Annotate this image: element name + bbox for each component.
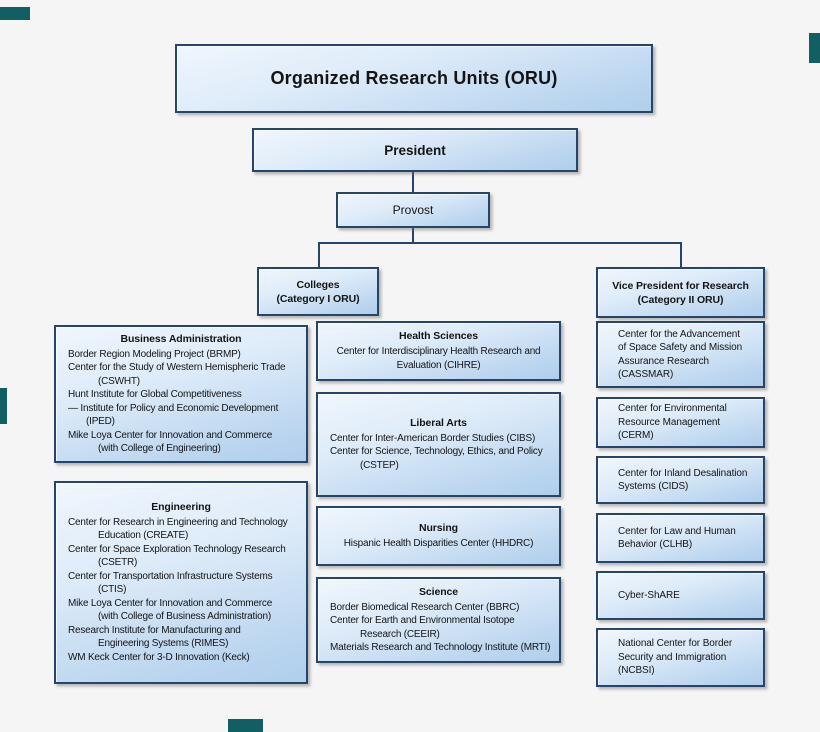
org-unit-line: Center for Research in Engineering and T… <box>68 516 288 528</box>
org-unit-line: Materials Research and Technology Instit… <box>330 642 551 653</box>
org-unit-line: Center for Inland Desalination <box>618 467 748 479</box>
box-body: Center for the Advancement of Space Safet… <box>598 328 763 382</box>
org-unit-line: Hispanic Health Disparities Center (HHDR… <box>343 537 534 549</box>
org-unit-line: — Institute for Policy and Economic Deve… <box>68 402 279 414</box>
org-unit-line: Research Institute for Manufacturing and <box>68 624 241 636</box>
org-unit-line: Resource Management <box>618 416 721 428</box>
org-unit-line: Mike Loya Center for Innovation and Comm… <box>68 597 273 609</box>
connector-branch-vp <box>680 242 682 267</box>
box-body: Hispanic Health Disparities Center (HHDR… <box>318 537 559 551</box>
vp-research-label: Vice President for Research <box>612 279 749 292</box>
colleges-category-label: (Category I ORU) <box>276 292 360 305</box>
org-unit-line: (with College of Engineering) <box>98 443 221 454</box>
box-title: Engineering <box>151 500 211 513</box>
box-body: Center for Research in Engineering and T… <box>56 516 306 665</box>
org-unit-line: Systems (CIDS) <box>618 481 689 492</box>
colleges-category-box: Colleges (Category I ORU) <box>257 267 379 316</box>
org-unit-line: Center for Interdisciplinary Health Rese… <box>336 346 541 357</box>
edge-artifact-mark <box>809 33 820 63</box>
org-unit-line: Assurance Research <box>618 355 710 367</box>
chart-title-box: Organized Research Units (ORU) <box>175 44 653 113</box>
connector-president-provost <box>412 172 414 193</box>
box-title: Business Administration <box>120 332 242 345</box>
org-unit-line: Cyber-ShARE <box>618 589 680 601</box>
box-business-administration: Business Administration Border Region Mo… <box>54 325 308 463</box>
box-title: Health Sciences <box>398 330 479 342</box>
org-unit-line: Hunt Institute for Global Competitivenes… <box>68 389 242 400</box>
org-unit-line: Center for Transportation Infrastructure… <box>68 570 273 582</box>
org-unit-line: Center for the Advancement <box>618 328 740 340</box>
org-unit-line: (CERM) <box>618 430 654 442</box>
org-unit-line: of Space Safety and Mission <box>618 342 743 353</box>
box-body: Border Region Modeling Project (BRMP) Cen… <box>56 348 306 456</box>
org-unit-line: National Center for Border <box>618 638 733 650</box>
connector-branch-horizontal <box>318 242 682 244</box>
org-unit-line: Center for Inter-American Border Studies… <box>330 432 536 444</box>
org-unit-line: Center for Environmental <box>618 403 727 415</box>
chart-title: Organized Research Units (ORU) <box>270 68 558 88</box>
org-unit-line: (CASSMAR) <box>618 369 674 380</box>
box-science: Science Border Biomedical Research Cente… <box>316 577 561 663</box>
box-body: Border Biomedical Research Center (BBRC)… <box>318 601 559 655</box>
box-body: Cyber-ShARE <box>598 589 763 603</box>
box-liberal-arts: Liberal Arts Center for Inter-American B… <box>316 392 561 497</box>
edge-artifact-mark <box>228 719 263 732</box>
org-unit-line: Border Biomedical Research Center (BBRC) <box>330 601 520 613</box>
org-unit-line: (with College of Business Administration… <box>98 611 271 623</box>
president-box: President <box>252 128 578 172</box>
org-unit-line: Evaluation (CIHRE) <box>396 359 481 371</box>
org-unit-line: Center for Space Exploration Technology … <box>68 543 286 555</box>
vp-research-category-box: Vice President for Research (Category II… <box>596 267 765 318</box>
colleges-label: Colleges <box>296 278 340 291</box>
edge-artifact-mark <box>0 388 7 424</box>
connector-branch-colleges <box>318 242 320 267</box>
org-unit-line: Security and Immigration <box>618 651 727 663</box>
box-title: Liberal Arts <box>410 416 467 429</box>
org-unit-line: Center for Earth and Environmental Isoto… <box>330 615 515 626</box>
edge-artifact-mark <box>0 7 30 20</box>
org-unit-line: Center for Law and Human <box>618 525 736 537</box>
org-unit-line: (CSTEP) <box>360 459 399 471</box>
org-unit-line: Center for the Study of Western Hemisphe… <box>68 362 286 373</box>
connector-provost-stem <box>412 228 414 244</box>
box-body: Center for Inter-American Border Studies… <box>318 432 559 473</box>
org-unit-line: Border Region Modeling Project (BRMP) <box>68 348 241 360</box>
org-unit-line: (CSETR) <box>98 557 138 569</box>
org-unit-line: Education (CREATE) <box>98 530 189 542</box>
box-health-sciences: Health Sciences Center for Interdiscipli… <box>316 321 561 381</box>
box-title: Nursing <box>419 521 458 534</box>
box-title: Science <box>419 585 458 598</box>
org-unit-line: (CSWHT) <box>98 375 140 387</box>
provost-box: Provost <box>336 192 490 228</box>
org-unit-line: Behavior (CLHB) <box>618 539 693 550</box>
box-cyber-share: Cyber-ShARE <box>596 571 765 620</box>
box-cassmar: Center for the Advancement of Space Safet… <box>596 321 765 388</box>
president-label: President <box>384 142 446 158</box>
org-unit-line: Mike Loya Center for Innovation and Comm… <box>68 429 273 441</box>
org-unit-line: Center for Science, Technology, Ethics, … <box>330 446 543 458</box>
provost-label: Provost <box>392 203 434 217</box>
box-nursing: Nursing Hispanic Health Disparities Cent… <box>316 506 561 566</box>
org-unit-line: (NCBSI) <box>618 665 655 677</box>
org-unit-line: (IPED) <box>86 416 115 427</box>
org-unit-line: Engineering Systems (RIMES) <box>98 638 229 650</box>
box-body: Center for Interdisciplinary Health Rese… <box>318 345 559 372</box>
box-engineering: Engineering Center for Research in Engin… <box>54 481 308 684</box>
org-unit-line: WM Keck Center for 3-D Innovation (Keck) <box>68 651 250 663</box>
org-unit-line: (CTIS) <box>98 584 127 596</box>
vp-research-category-label: (Category II ORU) <box>637 293 724 306</box>
org-unit-line: Research (CEEIR) <box>360 628 440 640</box>
